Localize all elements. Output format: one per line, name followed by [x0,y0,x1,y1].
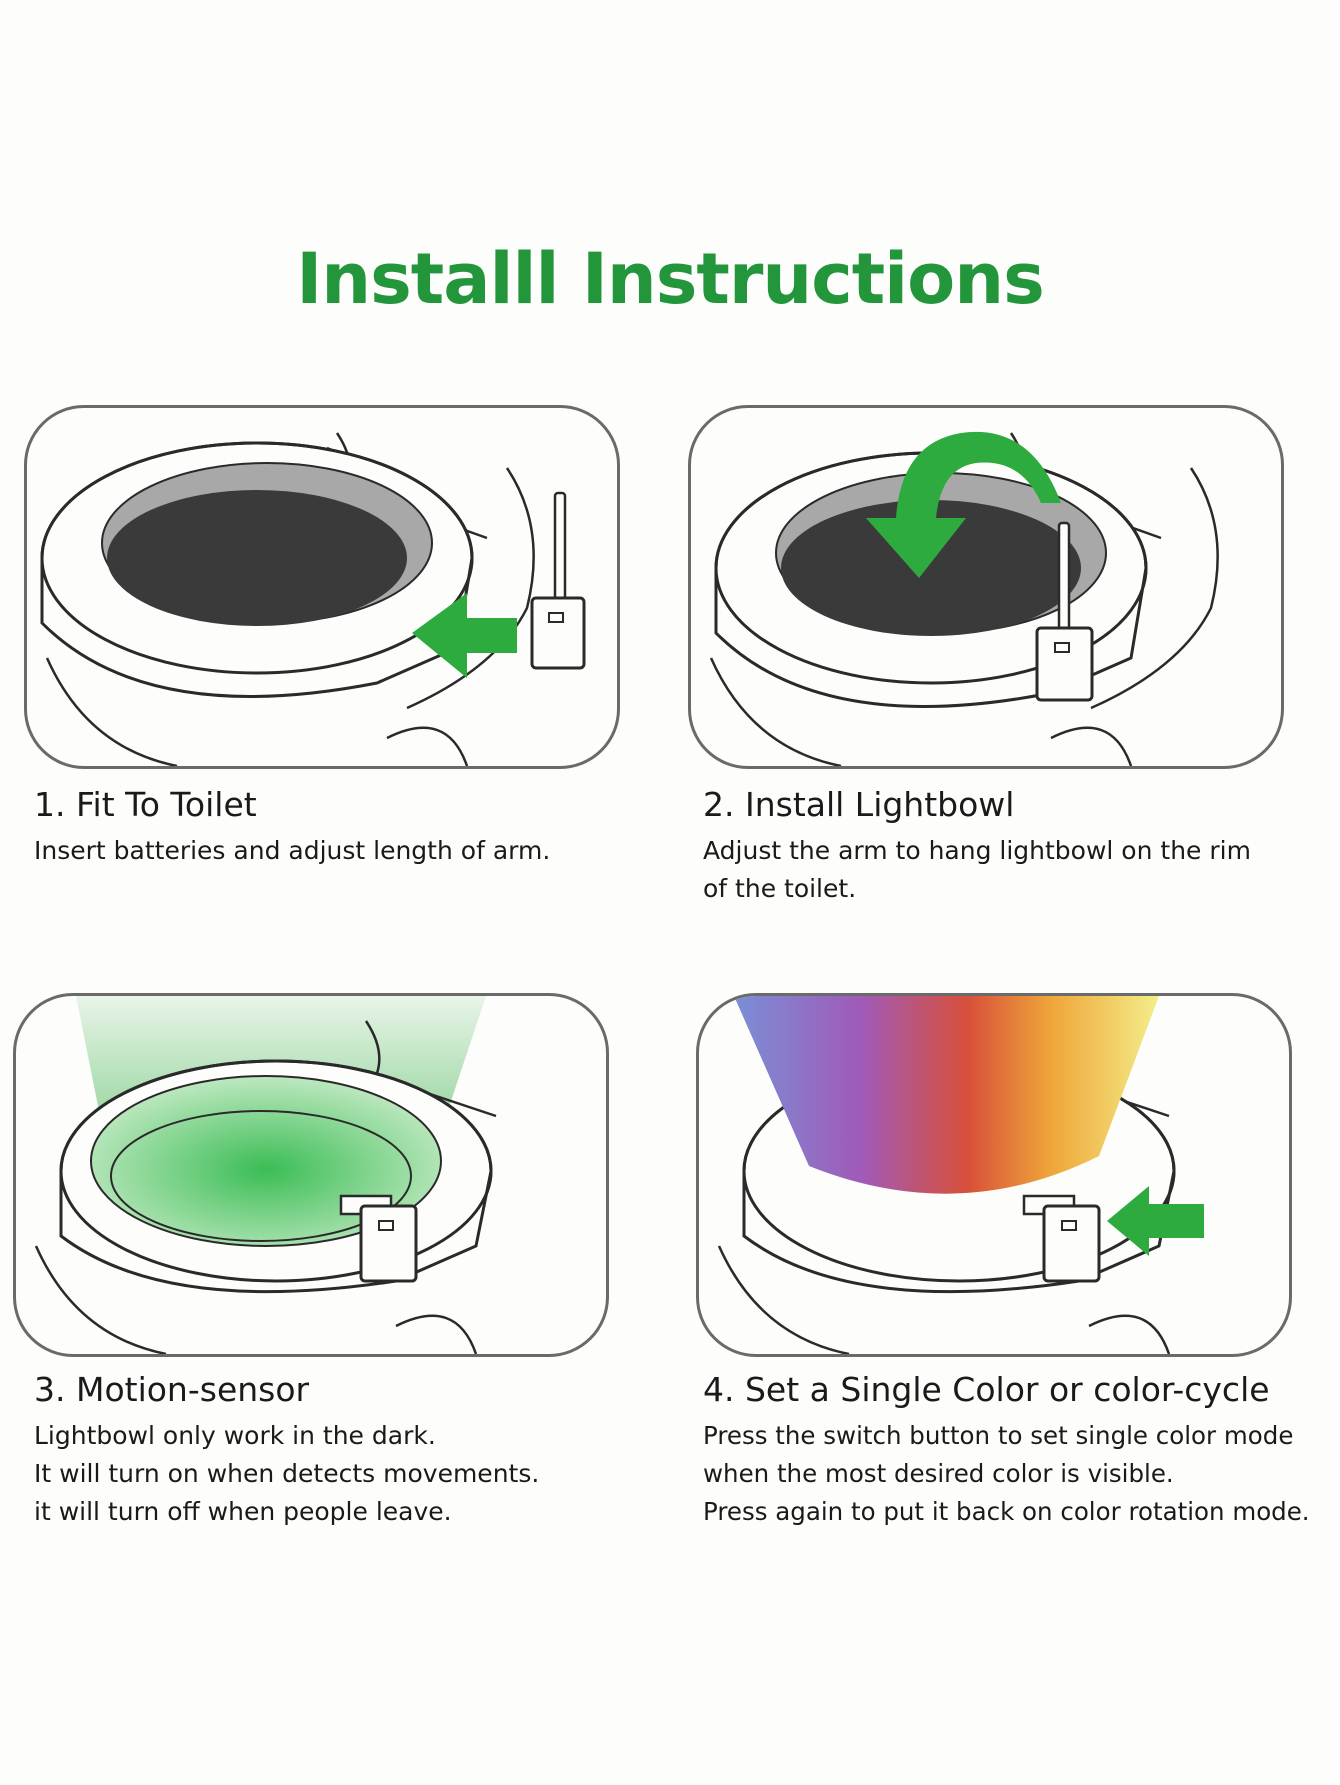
step-3-title: 3. Motion-sensor [34,1370,310,1409]
illustration-motion-sensor [13,993,609,1357]
step-2-title: 2. Install Lightbowl [703,785,1015,824]
step-1-title: 1. Fit To Toilet [34,785,257,824]
step-1-description: Insert batteries and adjust length of ar… [34,832,550,870]
illustration-color-cycle [696,993,1292,1357]
step-3-line: Lightbowl only work in the dark. [34,1421,436,1450]
illustration-fit-to-toilet [24,405,620,769]
step-4-description: Press the switch button to set single co… [703,1417,1310,1531]
step-3-line: it will turn off when people leave. [34,1497,452,1526]
page-title: Installl Instructions [296,238,1045,320]
step-4-line: Press the switch button to set single co… [703,1421,1294,1450]
step-4-line: when the most desired color is visible. [703,1459,1174,1488]
step-2-line: of the toilet. [703,874,857,903]
step-2-description: Adjust the arm to hang lightbowl on the … [703,832,1251,908]
step-3-description: Lightbowl only work in the dark. It will… [34,1417,539,1531]
step-1-line: Insert batteries and adjust length of ar… [34,836,551,865]
illustration-install-lightbowl [688,405,1284,769]
step-2-line: Adjust the arm to hang lightbowl on the … [703,836,1251,865]
step-3-line: It will turn on when detects movements. [34,1459,540,1488]
step-4-title: 4. Set a Single Color or color-cycle [703,1370,1270,1409]
step-4-line: Press again to put it back on color rota… [703,1497,1310,1526]
